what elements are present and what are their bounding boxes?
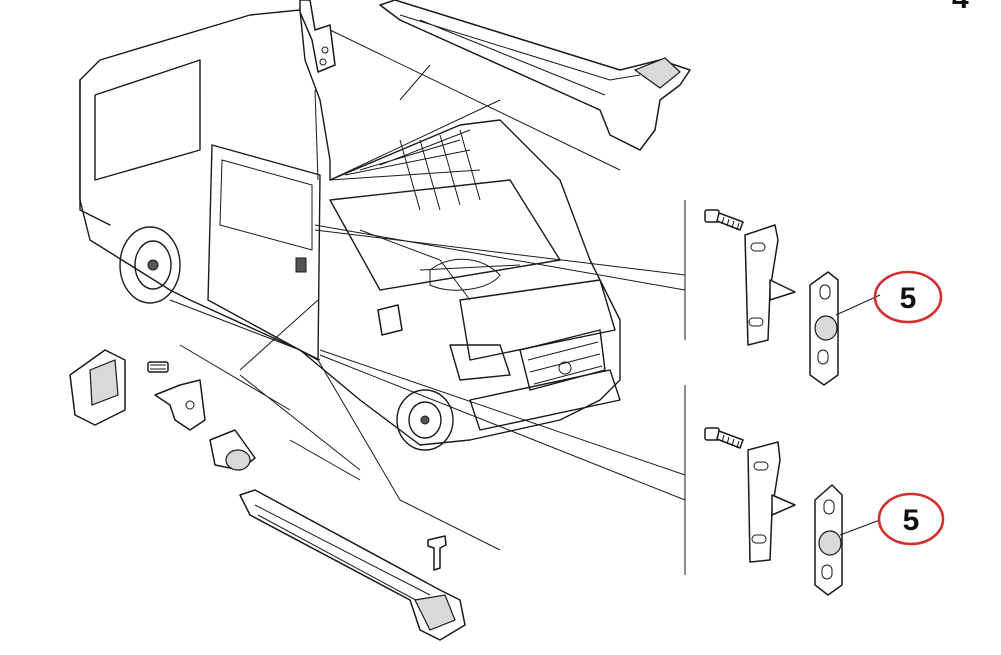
small-bolt-left [147,361,169,373]
upper-pillar-bracket [299,0,336,73]
plate-part-lower [814,484,881,596]
striker-plate-lower [747,441,796,563]
small-bolt-bottom [427,535,447,571]
callout-5-upper: 5 [873,270,943,324]
callout-5-lower: 5 [877,492,945,546]
leader-lines [179,29,686,575]
callout-5-lower-label: 5 [903,504,920,537]
bolt-upper [704,209,744,231]
bolt-lower [704,427,744,449]
guide-block-part [69,349,126,426]
lower-sill-rail [239,489,466,641]
van-illustration [79,9,621,451]
callout-5-upper-label: 5 [900,282,917,315]
plate-part-upper [809,271,881,386]
roller-part [209,429,256,471]
corner-label: 4 [952,0,969,15]
roof-rail-part [379,0,691,151]
roller-bracket [154,379,206,431]
striker-plate-upper [744,224,796,346]
